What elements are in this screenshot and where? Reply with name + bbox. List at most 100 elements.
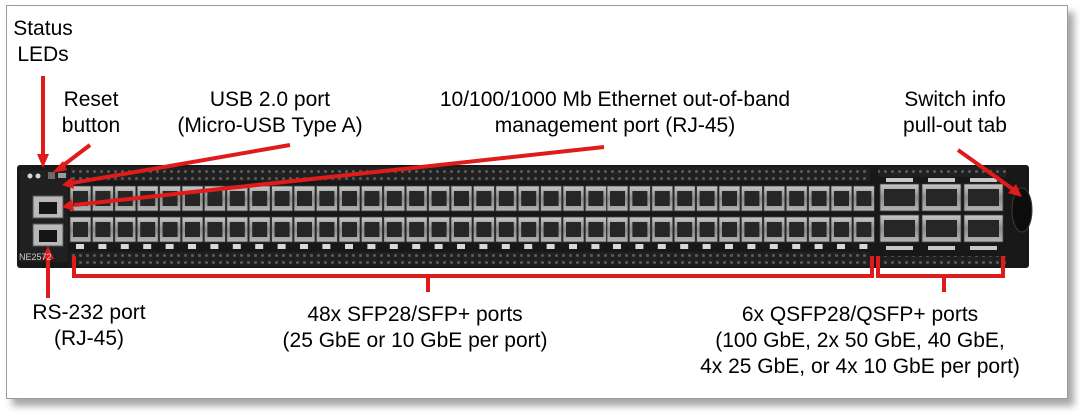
sfp-port — [360, 216, 383, 243]
sfp-port — [338, 185, 361, 212]
usb-port — [58, 173, 66, 178]
sfp-port — [248, 216, 271, 243]
sfp-port — [293, 185, 316, 212]
port-led — [859, 244, 868, 249]
sfp-port — [293, 216, 316, 243]
sfp-ports-label: 48x SFP28/SFP+ ports (25 GbE or 10 GbE p… — [282, 303, 548, 352]
sfp-port — [450, 185, 473, 212]
arrow-head — [37, 154, 49, 168]
port-led — [680, 244, 689, 249]
port-led — [702, 244, 711, 249]
reset-arrow — [59, 143, 92, 169]
sfp-port — [540, 216, 562, 243]
management-area — [20, 170, 68, 262]
sfp-port — [495, 185, 518, 212]
sfp-port — [673, 216, 696, 243]
port-led — [725, 244, 733, 249]
qsfp-ports-label: 6x QSFP28/QSFP+ ports (100 GbE, 2x 50 Gb… — [700, 303, 1020, 378]
sfp-port — [562, 216, 585, 243]
port-led — [970, 246, 997, 250]
sfp-port — [159, 216, 182, 243]
sfp-port — [718, 216, 741, 243]
usb-arrow — [71, 143, 291, 185]
qsfp-bracket — [876, 256, 1005, 278]
info-tab-label: Switch info pull-out tab — [903, 88, 1007, 137]
rs232-port-label: RS-232 port (RJ-45) — [32, 301, 146, 350]
sfp-bracket — [72, 256, 874, 278]
sfp-port — [629, 185, 651, 212]
arrow-head — [42, 246, 54, 259]
sfp-port — [585, 185, 607, 212]
qsfp-port — [963, 214, 1004, 243]
sfp-port — [673, 185, 696, 212]
sfp-port — [606, 216, 629, 243]
sfp-port — [853, 216, 875, 243]
port-led — [188, 244, 196, 249]
sfp-port — [763, 216, 786, 243]
arrow-head — [62, 177, 74, 189]
sfp-port — [315, 185, 338, 212]
sfp-port — [405, 185, 428, 212]
qsfp-port — [879, 214, 920, 243]
sfp-port — [853, 185, 875, 212]
sfp-port — [315, 216, 338, 243]
sfp-port — [136, 216, 159, 243]
sfp-port — [248, 185, 271, 212]
sfp-port — [450, 216, 473, 243]
port-led — [635, 244, 644, 249]
switch-front-panel — [17, 165, 1029, 268]
sfp-port — [472, 216, 495, 243]
sfp-port — [517, 185, 540, 212]
sfp-port — [741, 185, 763, 212]
sfp-port — [808, 216, 830, 243]
port-led — [143, 244, 152, 249]
port-led — [970, 178, 997, 182]
sfp-port — [226, 185, 249, 212]
sfp-port — [562, 185, 585, 212]
port-led — [479, 244, 488, 249]
sfp-port — [606, 185, 629, 212]
sfp-port — [69, 216, 92, 243]
sfp-port — [203, 185, 226, 212]
sfp-port — [472, 185, 495, 212]
port-led — [792, 244, 801, 249]
port-led — [546, 244, 555, 249]
port-led — [165, 244, 174, 249]
sfp-port — [405, 216, 428, 243]
sfp-port — [338, 216, 361, 243]
info-tab-arrow — [956, 148, 1016, 192]
sfp-port — [808, 185, 830, 212]
sfp-port — [428, 185, 451, 212]
port-led — [76, 244, 84, 249]
port-led — [277, 244, 286, 249]
port-led — [591, 244, 600, 249]
sfp-port — [203, 216, 226, 243]
port-led — [300, 244, 308, 249]
qsfp-port — [879, 183, 920, 212]
sfp-port — [696, 185, 718, 212]
reset-button — [48, 172, 55, 179]
sfp-port — [360, 185, 383, 212]
mgmt-port-label: 10/100/1000 Mb Ethernet out-of-band mana… — [439, 88, 791, 137]
sfp-port — [159, 185, 182, 212]
usb-port-label: USB 2.0 port (Micro-USB Type A) — [177, 88, 363, 137]
port-led — [98, 244, 107, 249]
sfp-port — [271, 185, 294, 212]
sfp-port — [181, 216, 204, 243]
sfp-port — [651, 185, 674, 212]
port-led — [747, 244, 756, 249]
arrow-head — [52, 161, 67, 173]
port-led — [501, 244, 510, 249]
sfp-port — [271, 216, 294, 243]
sfp-port — [718, 185, 741, 212]
mgmt-arrow — [73, 145, 605, 207]
qsfp-port — [921, 214, 962, 243]
port-led — [345, 244, 353, 249]
status-led — [35, 173, 41, 179]
port-led — [120, 244, 129, 249]
arrow-head — [62, 199, 74, 211]
port-led — [322, 244, 331, 249]
sfp-port — [785, 185, 808, 212]
sfp-port — [540, 185, 562, 212]
